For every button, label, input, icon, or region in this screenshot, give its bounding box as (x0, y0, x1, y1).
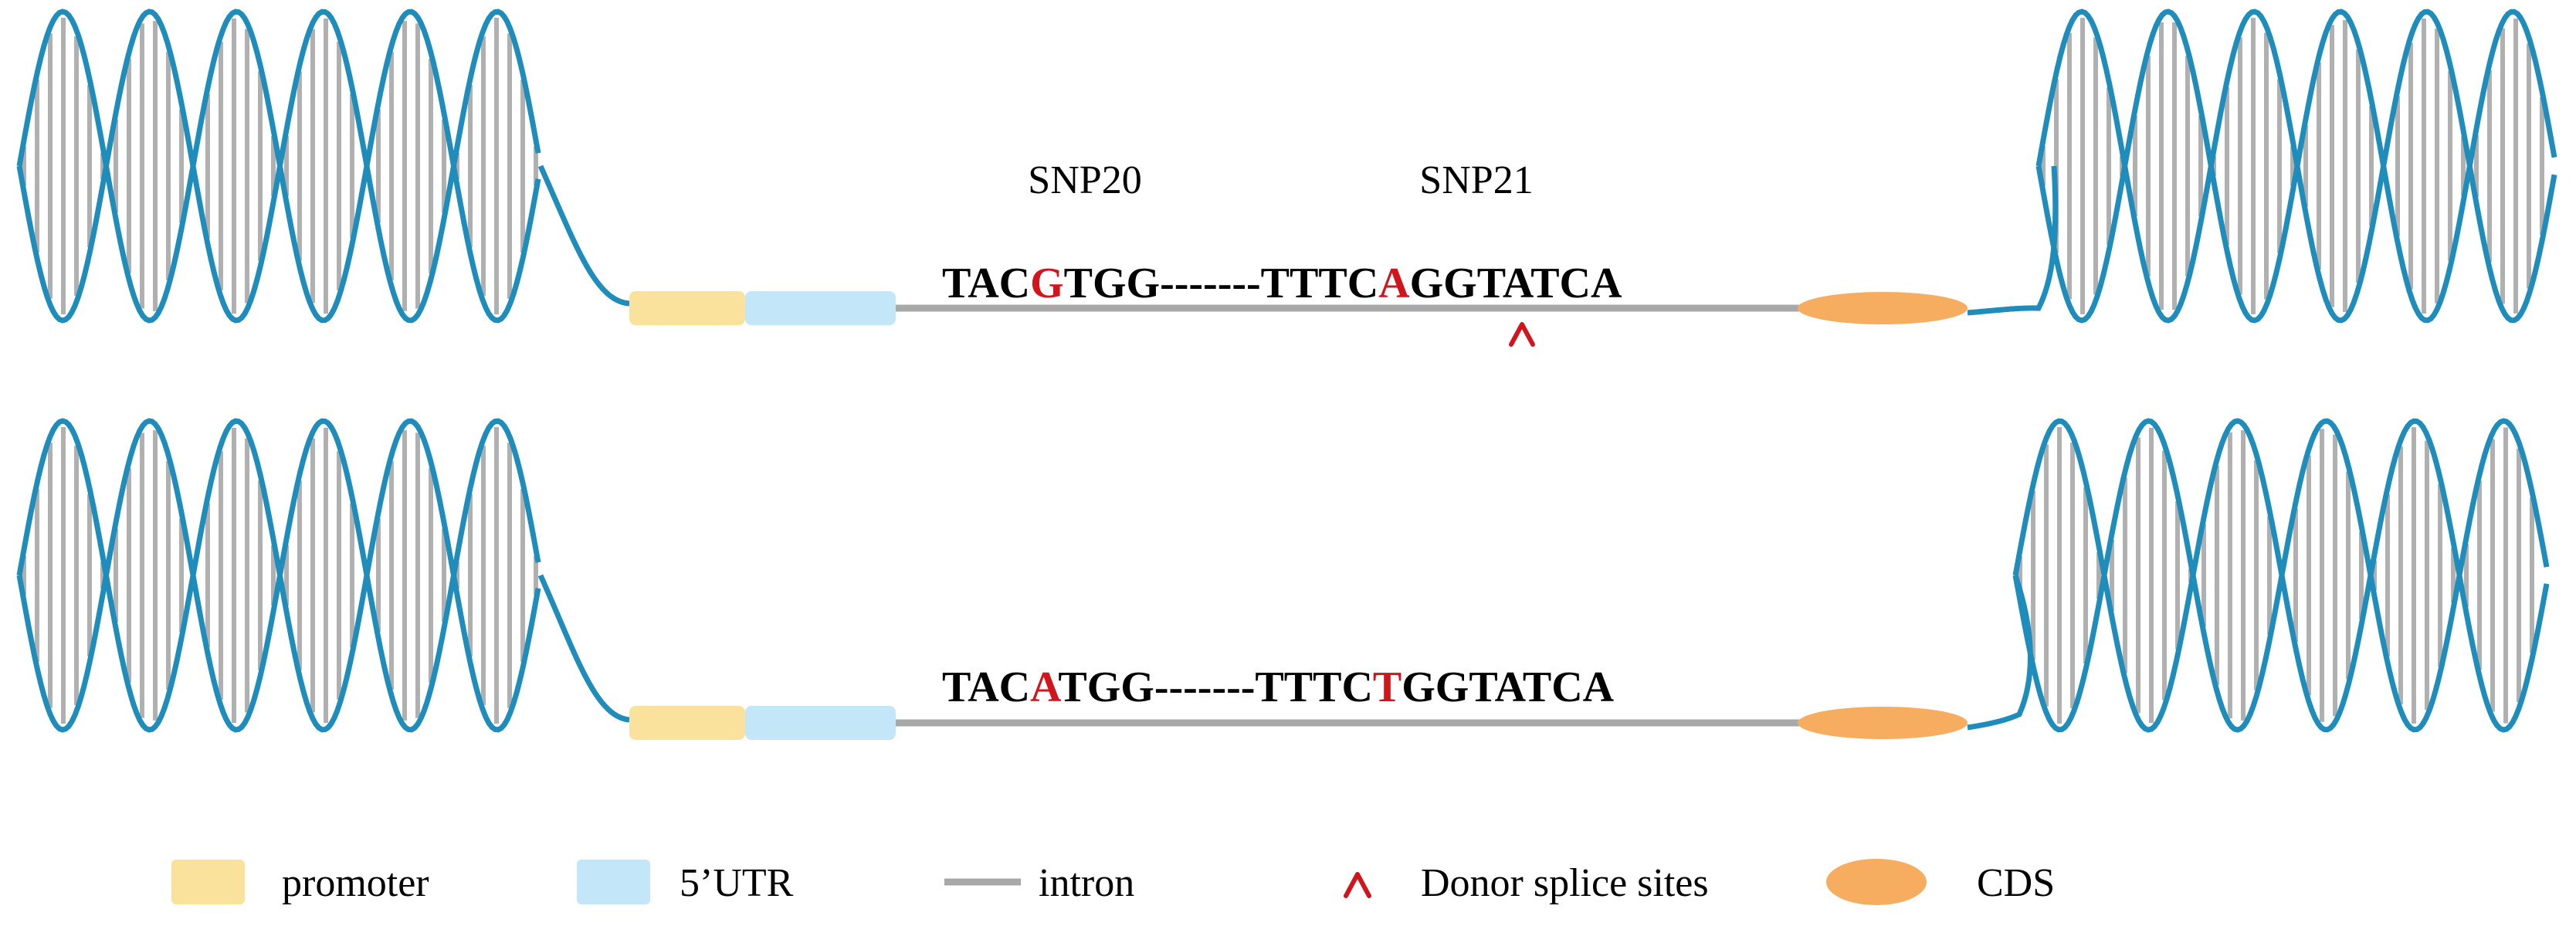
utr-block-bottom (745, 706, 896, 740)
seq-suffix: GGTATCA (1410, 259, 1622, 307)
helix-strand-b (16, 418, 541, 733)
legend-item-utr: 5’UTR (577, 860, 794, 905)
snp20-label: SNP20 (1028, 158, 1141, 202)
legend-label-cds: CDS (1977, 861, 2055, 905)
helix-strand-b (2035, 8, 2557, 324)
dna-helix-right-bottom (2012, 418, 2550, 733)
legend-item-promoter: promoter (171, 860, 429, 905)
legend: promoter 5’UTR intron Donor splice sites… (171, 859, 2055, 905)
sequence-bottom: TACATGG-------TTTCTGGTATCA (942, 663, 1615, 711)
dna-helix-right-top (2035, 8, 2557, 324)
legend-label-promoter: promoter (282, 861, 429, 905)
snp21-base-bottom: T (1373, 663, 1402, 711)
legend-item-donor: Donor splice sites (1344, 861, 1709, 905)
sequence-top: TACGTGG-------TTTCAGGTATCA (942, 259, 1622, 307)
cds-ellipse-bottom (1798, 707, 1968, 739)
legend-label-intron: intron (1039, 861, 1134, 905)
promoter-block-top (629, 291, 745, 325)
strand-tail-right-bottom (1967, 574, 2033, 731)
seq-middle: TGG-------TTTC (1064, 259, 1379, 307)
dna-helix-left-bottom (16, 418, 541, 733)
snp21-base-top: A (1378, 259, 1410, 307)
promoter-swatch-icon (171, 860, 245, 904)
strand-tail-left-top (537, 165, 630, 307)
legend-item-intron: intron (944, 861, 1134, 905)
dna-helix-left-top (16, 8, 541, 324)
promoter-block-bottom (629, 706, 745, 740)
legend-label-donor: Donor splice sites (1421, 861, 1709, 905)
cds-ellipse-icon (1826, 859, 1927, 905)
caret-icon (1344, 872, 1371, 898)
utr-block-top (745, 291, 896, 325)
helix-strand-b (16, 8, 541, 324)
strand-tail-right-top (1967, 165, 2059, 316)
allele-top: SNP20 SNP21 TACGTGG-------TTTCAGGTATCA (16, 8, 2557, 347)
helix-strand-b (2012, 418, 2550, 733)
legend-label-utr: 5’UTR (680, 861, 794, 905)
allele-bottom: TACATGG-------TTTCTGGTATCA (16, 418, 2550, 740)
snp21-label: SNP21 (1419, 158, 1533, 202)
seq-middle: TGG-------TTTC (1058, 663, 1373, 711)
snp20-base-bottom: A (1030, 663, 1062, 711)
legend-item-cds: CDS (1826, 859, 2055, 905)
seq-prefix: TAC (942, 663, 1030, 711)
seq-prefix: TAC (942, 259, 1030, 307)
strand-tail-left-bottom (537, 574, 630, 723)
snp20-base-top: G (1030, 259, 1064, 307)
utr-swatch-icon (577, 860, 650, 904)
cds-ellipse-top (1798, 292, 1968, 324)
seq-suffix: GGTATCA (1402, 663, 1614, 711)
donor-splice-site-icon (1509, 322, 1535, 347)
